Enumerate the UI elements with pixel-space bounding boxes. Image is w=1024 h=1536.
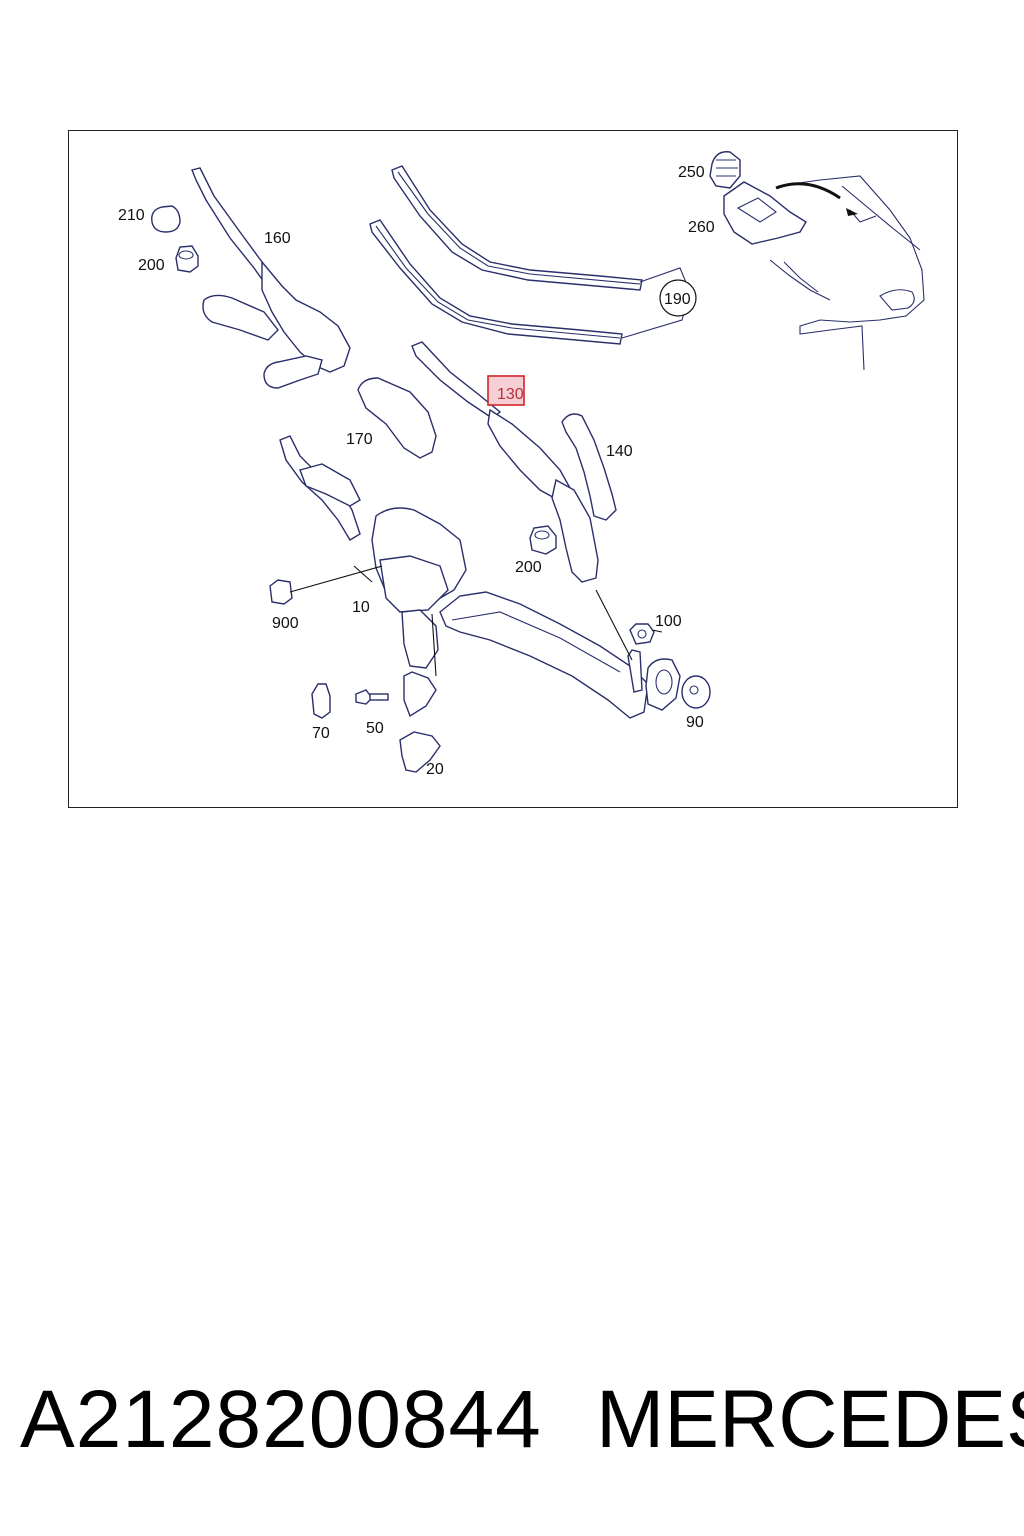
part-130-wiper-arm-right[interactable] <box>411 341 571 501</box>
part-900-connector[interactable] <box>269 579 293 605</box>
vehicle-location-sketch <box>769 175 925 371</box>
callout-90[interactable]: 90 <box>686 714 704 731</box>
part-260-cover[interactable] <box>723 181 807 245</box>
part-number: A2128200844 <box>20 1374 542 1465</box>
callout-50[interactable]: 50 <box>366 720 384 737</box>
callout-260[interactable]: 260 <box>688 219 715 236</box>
part-140-cover[interactable] <box>551 413 617 583</box>
part-170-cover[interactable] <box>357 377 437 459</box>
callout-900[interactable]: 900 <box>272 615 299 632</box>
part-70-rubber-cap[interactable] <box>311 683 331 719</box>
part-160-wiper-arm-left[interactable] <box>191 167 351 389</box>
part-200-nut-top[interactable] <box>175 245 199 273</box>
callout-10[interactable]: 10 <box>352 599 370 616</box>
callout-170[interactable]: 170 <box>346 431 373 448</box>
callout-210[interactable]: 210 <box>118 207 145 224</box>
part-100-nut[interactable] <box>629 623 655 645</box>
brand-name: MERCEDES <box>596 1374 1024 1465</box>
callout-160[interactable]: 160 <box>264 230 291 247</box>
leader-lines <box>289 565 663 677</box>
part-250-sensor[interactable] <box>709 151 741 189</box>
callout-190-circle <box>659 279 697 317</box>
callout-140[interactable]: 140 <box>606 443 633 460</box>
callout-200-top[interactable]: 200 <box>138 257 165 274</box>
callout-130[interactable]: 130 <box>497 386 524 403</box>
part-200-nut-middle[interactable] <box>529 525 557 555</box>
callout-100[interactable]: 100 <box>655 613 682 630</box>
part-210-cap[interactable] <box>151 205 181 233</box>
part-10-wiper-motor-linkage[interactable] <box>279 435 681 719</box>
footer: A2128200844 MERCEDES <box>0 1370 1024 1470</box>
callout-200-middle[interactable]: 200 <box>515 559 542 576</box>
callout-70[interactable]: 70 <box>312 725 330 742</box>
callout-130-highlight <box>487 375 525 406</box>
part-20-bracket[interactable] <box>399 671 441 773</box>
callout-190[interactable]: 190 <box>664 291 691 308</box>
callout-20[interactable]: 20 <box>426 761 444 778</box>
part-90-grommet[interactable] <box>681 675 711 709</box>
part-50-bolt[interactable] <box>355 689 389 705</box>
diagram-frame <box>68 130 958 808</box>
part-190-wiper-blades[interactable] <box>369 165 691 345</box>
callout-250[interactable]: 250 <box>678 164 705 181</box>
